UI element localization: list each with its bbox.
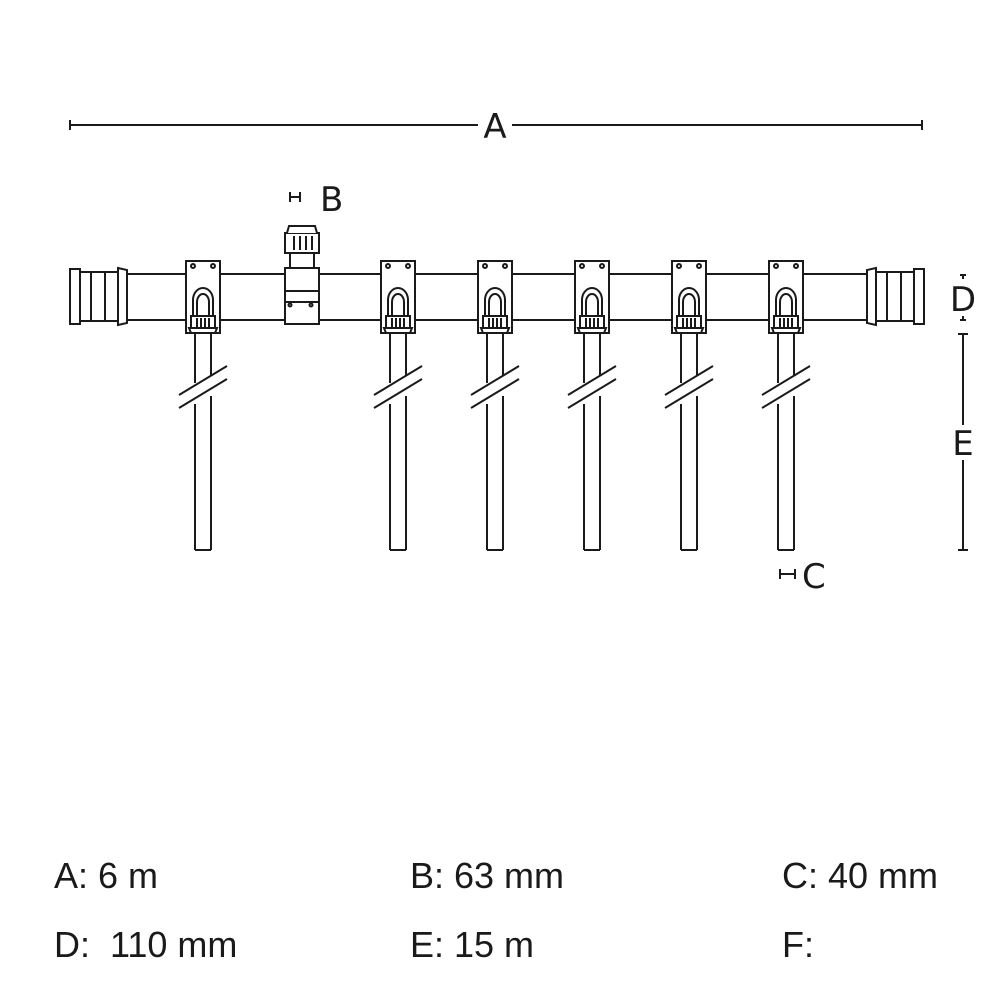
branch-3 xyxy=(470,260,520,551)
legend-b: B: 63 mm xyxy=(410,855,565,896)
dimension-d: D xyxy=(950,274,976,321)
break-mark xyxy=(567,365,617,409)
left-end-fitting xyxy=(69,266,128,327)
drop-pipe xyxy=(583,333,601,551)
legend-c: C: 40 mm xyxy=(782,855,939,896)
drop-pipe xyxy=(194,333,212,551)
dim-label-b: B xyxy=(320,180,343,220)
dimension-e: E xyxy=(952,333,974,551)
dim-label-a: A xyxy=(483,107,506,147)
legend-e: E: 15 m xyxy=(410,924,535,965)
branch-4 xyxy=(567,260,617,551)
dim-label-c: C xyxy=(802,557,826,597)
drop-pipe xyxy=(680,333,698,551)
saddle-clamp xyxy=(574,260,610,334)
right-end-fitting xyxy=(866,266,925,327)
dim-label-d: D xyxy=(950,280,976,320)
legend-d: D: 110 mm xyxy=(54,924,238,965)
legend-f: F: xyxy=(782,924,814,965)
dimension-c: C xyxy=(779,557,826,597)
valve-b xyxy=(284,225,320,325)
drop-pipe xyxy=(777,333,795,551)
break-mark xyxy=(761,365,811,409)
branch-1 xyxy=(178,260,228,551)
break-mark xyxy=(664,365,714,409)
saddle-clamp xyxy=(671,260,707,334)
drop-pipe xyxy=(486,333,504,551)
branch-2 xyxy=(373,260,423,551)
saddle-clamp xyxy=(477,260,513,334)
branch-5 xyxy=(664,260,714,551)
saddle-clamp xyxy=(380,260,416,334)
break-mark xyxy=(373,365,423,409)
dimension-a: A xyxy=(69,107,923,147)
break-mark xyxy=(178,365,228,409)
saddle-clamp xyxy=(768,260,804,334)
dimension-b: B xyxy=(289,180,343,220)
saddle-clamp xyxy=(185,260,221,334)
drop-pipe xyxy=(389,333,407,551)
dim-label-e: E xyxy=(952,424,973,464)
branch-6 xyxy=(761,260,811,551)
legend-a: A: 6 m xyxy=(54,855,159,896)
break-mark xyxy=(470,365,520,409)
